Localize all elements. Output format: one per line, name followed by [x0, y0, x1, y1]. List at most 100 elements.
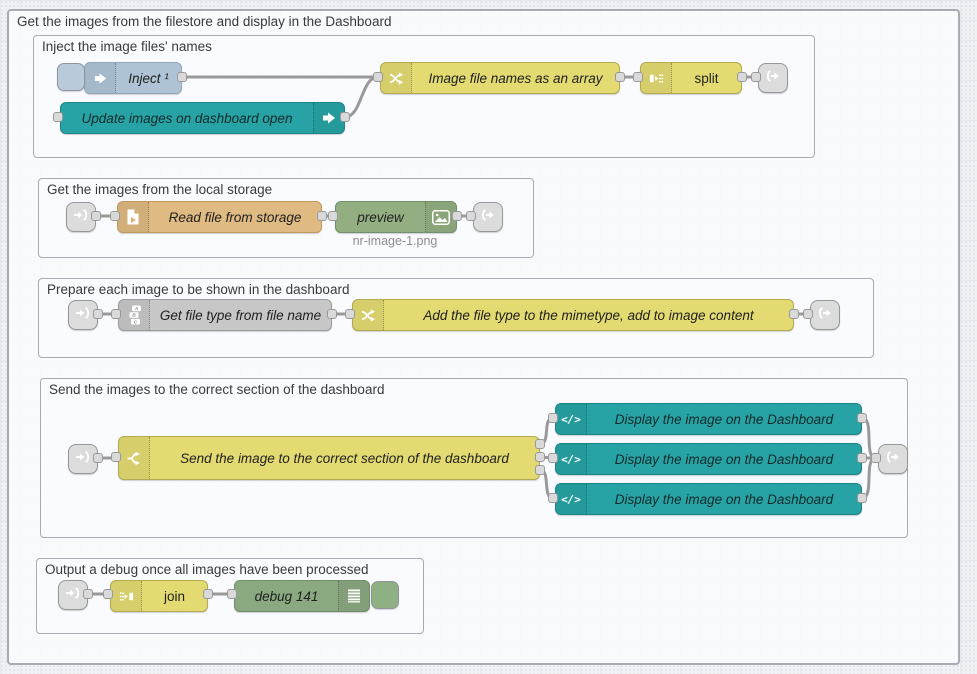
input-port[interactable]: [871, 453, 881, 463]
group-inject[interactable]: Inject the image files' names: [33, 35, 815, 158]
input-port[interactable]: [373, 72, 383, 82]
arrow-right-icon: [313, 103, 344, 133]
output-port[interactable]: [857, 413, 867, 423]
output-port[interactable]: [93, 453, 103, 463]
input-port[interactable]: [111, 452, 121, 462]
output-port[interactable]: [93, 309, 103, 319]
node-read-file[interactable]: Read file from storage: [117, 201, 322, 233]
input-port[interactable]: [111, 309, 121, 319]
svg-text:</>: </>: [561, 413, 581, 425]
link-in-icon: [75, 305, 91, 326]
node-label: Get file type from file name: [159, 307, 322, 323]
input-port[interactable]: [345, 309, 355, 319]
wire[interactable]: [343, 75, 380, 119]
output-port[interactable]: [857, 493, 867, 503]
output-port[interactable]: [535, 452, 545, 462]
output-port[interactable]: [327, 309, 337, 319]
svg-text:</>: </>: [561, 453, 581, 465]
node-label: Display the image on the Dashboard: [614, 411, 834, 427]
node-mimetype-change[interactable]: Add the file type to the mimetype, add t…: [352, 299, 794, 331]
node-label: preview: [357, 209, 404, 225]
node-display-1[interactable]: </> Display the image on the Dashboard: [555, 403, 862, 435]
node-label: split: [694, 70, 719, 86]
node-filenames-change[interactable]: Image file names as an array: [380, 62, 620, 94]
svg-text:</>: </>: [561, 493, 581, 505]
node-link-out[interactable]: [758, 63, 788, 93]
output-port[interactable]: [452, 211, 462, 221]
join-icon: [111, 581, 142, 611]
input-port[interactable]: [803, 309, 813, 319]
input-port[interactable]: [53, 112, 63, 122]
node-join[interactable]: join: [110, 580, 208, 612]
inject-arrow-icon: [85, 63, 116, 93]
node-link-out[interactable]: [473, 202, 503, 232]
node-link-out[interactable]: [810, 300, 840, 330]
output-port[interactable]: [789, 309, 799, 319]
input-port[interactable]: [466, 211, 476, 221]
link-in-icon: [73, 207, 89, 228]
node-preview[interactable]: preview: [335, 201, 457, 233]
link-in-icon: [75, 449, 91, 470]
node-label: Display the image on the Dashboard: [614, 491, 834, 507]
node-split[interactable]: split: [640, 62, 742, 94]
node-link-out[interactable]: [878, 444, 908, 474]
node-label: Update images on dashboard open: [81, 110, 293, 126]
node-update-images[interactable]: Update images on dashboard open: [60, 102, 345, 134]
output-port[interactable]: [615, 72, 625, 82]
output-port[interactable]: [91, 211, 101, 221]
output-port[interactable]: [857, 453, 867, 463]
node-display-3[interactable]: </> Display the image on the Dashboard: [555, 483, 862, 515]
group-prepare-title: Prepare each image to be shown in the da…: [47, 282, 350, 297]
input-port[interactable]: [633, 72, 643, 82]
node-display-2[interactable]: </> Display the image on the Dashboard: [555, 443, 862, 475]
node-status: nr-image-1.png: [352, 234, 438, 248]
template-code-icon: </>: [556, 404, 587, 434]
node-label: Add the file type to the mimetype, add t…: [423, 307, 754, 323]
input-port[interactable]: [328, 211, 338, 221]
output-port[interactable]: [317, 211, 327, 221]
input-port[interactable]: [110, 211, 120, 221]
output-port[interactable]: [737, 72, 747, 82]
output-port[interactable]: [177, 72, 187, 82]
input-port[interactable]: [751, 72, 761, 82]
output-port[interactable]: [203, 589, 213, 599]
node-label: Read file from storage: [168, 209, 302, 225]
node-inject[interactable]: Inject ¹: [84, 62, 182, 94]
group-main-title: Get the images from the filestore and di…: [17, 14, 392, 29]
node-label: Send the image to the correct section of…: [180, 450, 509, 466]
node-label: Display the image on the Dashboard: [614, 451, 834, 467]
wire[interactable]: [860, 456, 878, 500]
link-out-icon: [480, 207, 496, 228]
wire[interactable]: [860, 416, 878, 460]
node-debug[interactable]: debug 141: [234, 580, 370, 612]
inject-trigger-button[interactable]: [57, 63, 85, 91]
group-send-title: Send the images to the correct section o…: [49, 382, 385, 397]
node-label: debug 141: [254, 588, 319, 604]
link-in-icon: [65, 585, 81, 606]
input-port[interactable]: [548, 453, 558, 463]
svg-text:A: A: [134, 306, 139, 312]
output-port[interactable]: [340, 112, 350, 122]
input-port[interactable]: [103, 589, 113, 599]
shuffle-icon: [381, 63, 412, 93]
output-port[interactable]: [535, 465, 545, 475]
input-port[interactable]: [548, 493, 558, 503]
svg-text:C: C: [134, 319, 138, 325]
output-port[interactable]: [535, 439, 545, 449]
node-label: Image file names as an array: [428, 70, 603, 86]
debug-toggle-button[interactable]: [371, 581, 399, 609]
input-port[interactable]: [227, 589, 237, 599]
svg-text:B: B: [132, 313, 136, 319]
image-icon: [425, 202, 456, 232]
group-output-title: Output a debug once all images have been…: [45, 562, 369, 577]
input-port[interactable]: [548, 413, 558, 423]
node-label: join: [163, 588, 185, 604]
file-icon: [118, 202, 149, 232]
group-inject-title: Inject the image files' names: [42, 39, 212, 54]
shuffle-icon: [353, 300, 384, 330]
node-send-switch[interactable]: Send the image to the correct section of…: [118, 436, 540, 480]
output-port[interactable]: [83, 589, 93, 599]
link-out-icon: [885, 449, 901, 470]
